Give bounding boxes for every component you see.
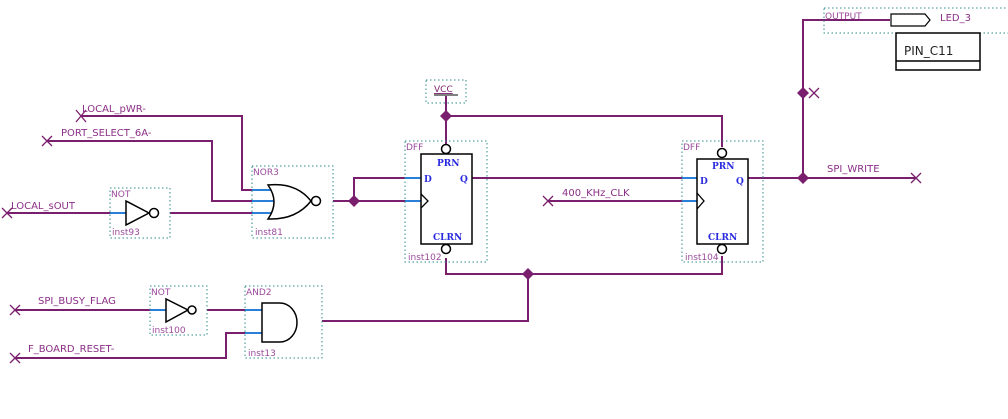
wire-and-out[interactable]: [322, 274, 529, 322]
gate-inst: inst102: [408, 253, 442, 263]
junction-dot: [797, 87, 809, 99]
gate-type: NOT: [111, 190, 131, 200]
port-clrn: CLRN: [708, 233, 737, 243]
port-prn: PRN: [712, 162, 734, 172]
port-prn: PRN: [437, 159, 459, 169]
wire-clrn[interactable]: [445, 256, 723, 275]
port-d: D: [700, 177, 708, 187]
wire-port-select[interactable]: [47, 140, 256, 202]
gate-inst: inst13: [248, 349, 276, 359]
input-label-clk: 400_KHz_CLK: [562, 188, 630, 199]
port-q: Q: [460, 175, 468, 185]
pin-type: OUTPUT: [825, 12, 862, 22]
port-clrn: CLRN: [433, 233, 462, 243]
pin-name: LED_3: [940, 13, 971, 24]
junction-dot: [797, 172, 809, 184]
dff-inst102[interactable]: DFF inst102 PRN D Q CLRN: [404, 140, 488, 263]
junction-dot: [348, 195, 360, 207]
port-q: Q: [736, 177, 744, 187]
wire-vcc-prn2[interactable]: [446, 115, 723, 147]
nor3-gate-inst81[interactable]: NOR3 inst81: [251, 165, 334, 239]
pin-location: PIN_C11: [904, 44, 953, 58]
vcc-symbol: VCC: [425, 79, 467, 104]
gate-type: DFF: [683, 143, 700, 153]
vcc-label: VCC: [434, 85, 453, 95]
input-label-port-select: PORT_SELECT_6A-: [61, 128, 152, 139]
dff-inst104[interactable]: DFF inst104 PRN D Q CLRN: [681, 140, 764, 263]
gate-inst: inst93: [112, 228, 140, 238]
net-label-spi-write: SPI_WRITE: [827, 164, 880, 175]
junction-dot: [522, 268, 534, 280]
gate-inst: inst81: [255, 228, 283, 238]
gate-type: NOT: [151, 288, 171, 298]
not-gate-inst93[interactable]: NOT inst93: [109, 187, 171, 239]
not-gate-inst100[interactable]: NOT inst100: [149, 285, 208, 336]
gate-type: NOR3: [253, 168, 279, 178]
wire-board-reset[interactable]: [15, 332, 245, 359]
junctions: [348, 87, 809, 280]
port-d: D: [424, 175, 432, 185]
gate-inst: inst104: [685, 253, 719, 263]
wire-led[interactable]: [802, 19, 890, 178]
gate-type: AND2: [246, 288, 272, 298]
input-label-local-sout: LOCAL_sOUT: [11, 201, 76, 212]
and2-gate-inst13[interactable]: AND2 inst13: [244, 285, 323, 359]
input-label-board-reset: F_BOARD_RESET-: [28, 344, 115, 355]
wire-nor-to-d[interactable]: [353, 177, 405, 201]
wires: [7, 19, 916, 359]
input-label-local-pwr: LOCAL_pWR-: [82, 104, 146, 115]
output-pin-led3[interactable]: OUTPUT LED_3 PIN_C11: [823, 7, 1008, 71]
wire-local-pwr[interactable]: [82, 115, 256, 191]
junction-dot: [440, 110, 452, 122]
pin-stubs: [110, 177, 697, 334]
gate-type: DFF: [406, 143, 423, 153]
gate-inst: inst100: [152, 326, 186, 336]
port-x-marks: [1, 87, 922, 364]
input-label-spi-busy: SPI_BUSY_FLAG: [38, 296, 116, 307]
